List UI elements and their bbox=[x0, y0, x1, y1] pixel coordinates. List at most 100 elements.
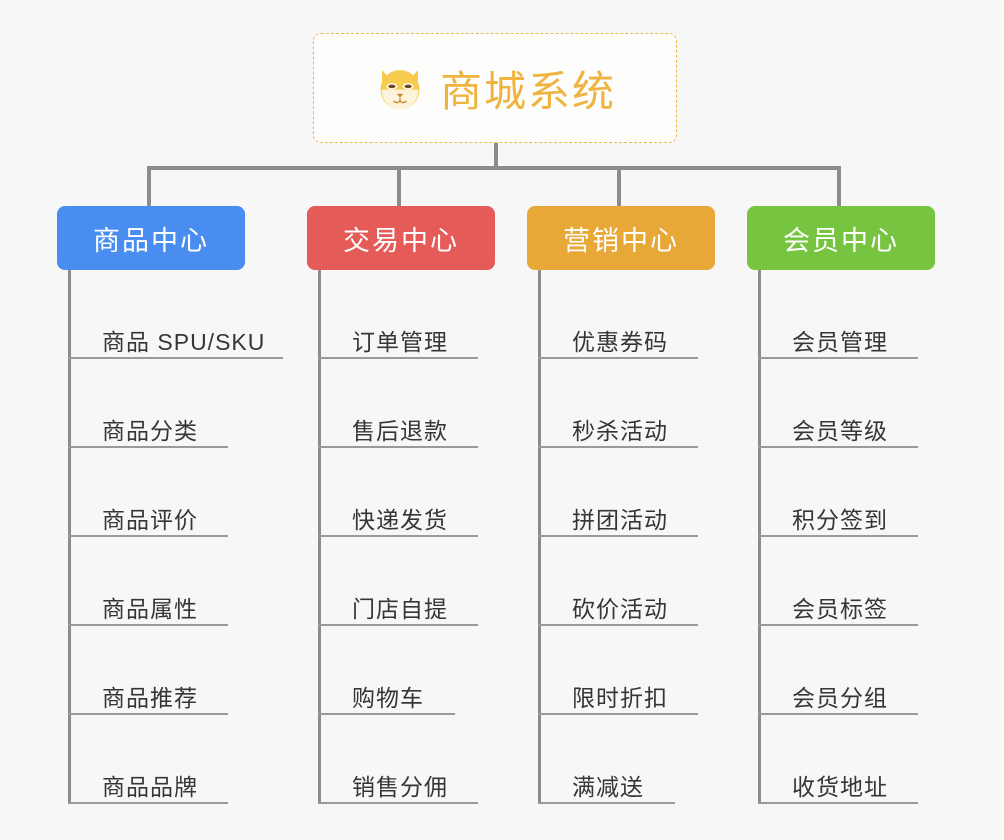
leaf-item-rule bbox=[68, 624, 228, 626]
category-header-1[interactable]: 商品中心 bbox=[57, 206, 245, 270]
leaf-item-rule bbox=[318, 802, 478, 804]
connector-drop-3 bbox=[617, 166, 621, 208]
leaf-item-rule bbox=[538, 624, 698, 626]
leaf-item-rule bbox=[538, 446, 698, 448]
leaf-item-label: 购物车 bbox=[352, 684, 424, 711]
category-header-4[interactable]: 会员中心 bbox=[747, 206, 935, 270]
leaf-item[interactable]: 商品品牌 bbox=[57, 715, 245, 804]
connector-drop-1 bbox=[147, 166, 151, 208]
connector-root-stem bbox=[494, 143, 498, 169]
leaf-item[interactable]: 门店自提 bbox=[307, 537, 495, 626]
leaf-item[interactable]: 会员等级 bbox=[747, 359, 935, 448]
leaf-item[interactable]: 满减送 bbox=[527, 715, 715, 804]
leaf-item-label: 订单管理 bbox=[352, 328, 448, 355]
leaf-item-rule bbox=[538, 535, 698, 537]
leaf-item[interactable]: 砍价活动 bbox=[527, 537, 715, 626]
column-spine bbox=[318, 270, 321, 804]
leaf-item-label: 商品 SPU/SKU bbox=[102, 328, 266, 355]
leaf-item[interactable]: 购物车 bbox=[307, 626, 495, 715]
leaf-item-label: 会员等级 bbox=[792, 417, 888, 444]
leaf-item-rule bbox=[318, 624, 478, 626]
leaf-item[interactable]: 商品评价 bbox=[57, 448, 245, 537]
category-header-3[interactable]: 营销中心 bbox=[527, 206, 715, 270]
leaf-item-label: 收货地址 bbox=[792, 773, 888, 800]
leaf-item[interactable]: 优惠券码 bbox=[527, 270, 715, 359]
column-spine bbox=[758, 270, 761, 804]
leaf-item-rule bbox=[758, 624, 918, 626]
shiba-dog-face-icon bbox=[374, 62, 426, 114]
category-header-2[interactable]: 交易中心 bbox=[307, 206, 495, 270]
leaf-item-label: 会员管理 bbox=[792, 328, 888, 355]
leaf-item-rule bbox=[538, 357, 698, 359]
leaf-item-label: 商品属性 bbox=[102, 595, 198, 622]
category-column-1: 商品中心商品 SPU/SKU 商品分类商品评价商品属性商品推荐商品品牌 bbox=[57, 206, 283, 804]
leaf-item[interactable]: 拼团活动 bbox=[527, 448, 715, 537]
leaf-item[interactable]: 订单管理 bbox=[307, 270, 495, 359]
root-title: 商城系统 bbox=[439, 67, 616, 115]
leaf-item-label: 砍价活动 bbox=[572, 595, 668, 622]
leaf-item[interactable]: 限时折扣 bbox=[527, 626, 715, 715]
leaf-item-label: 商品分类 bbox=[102, 417, 198, 444]
leaf-item-label: 快递发货 bbox=[352, 506, 448, 533]
leaf-item-rule bbox=[538, 713, 698, 715]
leaf-item-rule bbox=[538, 802, 675, 804]
leaf-item[interactable]: 商品 SPU/SKU bbox=[57, 270, 283, 359]
leaf-list-3: 优惠券码秒杀活动拼团活动砍价活动限时折扣满减送 bbox=[527, 270, 715, 804]
leaf-item[interactable]: 销售分佣 bbox=[307, 715, 495, 804]
leaf-item-rule bbox=[68, 713, 228, 715]
category-column-3: 营销中心优惠券码秒杀活动拼团活动砍价活动限时折扣满减送 bbox=[527, 206, 715, 804]
column-spine bbox=[68, 270, 71, 804]
leaf-item[interactable]: 积分签到 bbox=[747, 448, 935, 537]
leaf-item-rule bbox=[758, 535, 918, 537]
leaf-item[interactable]: 售后退款 bbox=[307, 359, 495, 448]
leaf-item[interactable]: 会员标签 bbox=[747, 537, 935, 626]
category-header-label: 会员中心 bbox=[783, 225, 899, 256]
leaf-item-label: 售后退款 bbox=[352, 417, 448, 444]
connector-drop-2 bbox=[397, 166, 401, 208]
leaf-item[interactable]: 秒杀活动 bbox=[527, 359, 715, 448]
leaf-item[interactable]: 商品推荐 bbox=[57, 626, 245, 715]
root-node[interactable]: 商城系统 bbox=[313, 33, 677, 143]
leaf-item-rule bbox=[758, 446, 918, 448]
leaf-item-rule bbox=[318, 357, 478, 359]
leaf-list-2: 订单管理售后退款快递发货门店自提购物车销售分佣 bbox=[307, 270, 495, 804]
leaf-item-label: 商品推荐 bbox=[102, 684, 198, 711]
leaf-list-4: 会员管理会员等级积分签到会员标签会员分组收货地址 bbox=[747, 270, 935, 804]
category-header-label: 营销中心 bbox=[563, 225, 679, 256]
leaf-item[interactable]: 快递发货 bbox=[307, 448, 495, 537]
leaf-item[interactable]: 商品属性 bbox=[57, 537, 245, 626]
leaf-item-label: 优惠券码 bbox=[572, 328, 668, 355]
leaf-item[interactable]: 收货地址 bbox=[747, 715, 935, 804]
leaf-item-label: 商品评价 bbox=[102, 506, 198, 533]
leaf-item-rule bbox=[758, 713, 918, 715]
leaf-item[interactable]: 会员管理 bbox=[747, 270, 935, 359]
leaf-item-rule bbox=[68, 357, 283, 359]
leaf-item-label: 会员分组 bbox=[792, 684, 888, 711]
category-column-4: 会员中心会员管理会员等级积分签到会员标签会员分组收货地址 bbox=[747, 206, 935, 804]
connector-drop-4 bbox=[837, 166, 841, 208]
leaf-item-rule bbox=[758, 357, 918, 359]
leaf-item-label: 拼团活动 bbox=[572, 506, 668, 533]
connector-horizontal-bus bbox=[150, 166, 840, 170]
leaf-item-rule bbox=[758, 802, 918, 804]
leaf-item-label: 会员标签 bbox=[792, 595, 888, 622]
leaf-item-rule bbox=[68, 802, 228, 804]
leaf-item-label: 满减送 bbox=[572, 773, 644, 800]
leaf-list-1: 商品 SPU/SKU 商品分类商品评价商品属性商品推荐商品品牌 bbox=[57, 270, 283, 804]
category-header-label: 商品中心 bbox=[93, 225, 209, 256]
leaf-item[interactable]: 会员分组 bbox=[747, 626, 935, 715]
leaf-item-rule bbox=[68, 535, 228, 537]
leaf-item-label: 商品品牌 bbox=[102, 773, 198, 800]
leaf-item-label: 秒杀活动 bbox=[572, 417, 668, 444]
leaf-item-rule bbox=[318, 446, 478, 448]
leaf-item-rule bbox=[68, 446, 228, 448]
leaf-item-rule bbox=[318, 535, 478, 537]
leaf-item-label: 限时折扣 bbox=[572, 684, 668, 711]
leaf-item-label: 积分签到 bbox=[792, 506, 888, 533]
column-spine bbox=[538, 270, 541, 804]
leaf-item[interactable]: 商品分类 bbox=[57, 359, 245, 448]
leaf-item-label: 门店自提 bbox=[352, 595, 448, 622]
category-column-2: 交易中心订单管理售后退款快递发货门店自提购物车销售分佣 bbox=[307, 206, 495, 804]
leaf-item-rule bbox=[318, 713, 455, 715]
